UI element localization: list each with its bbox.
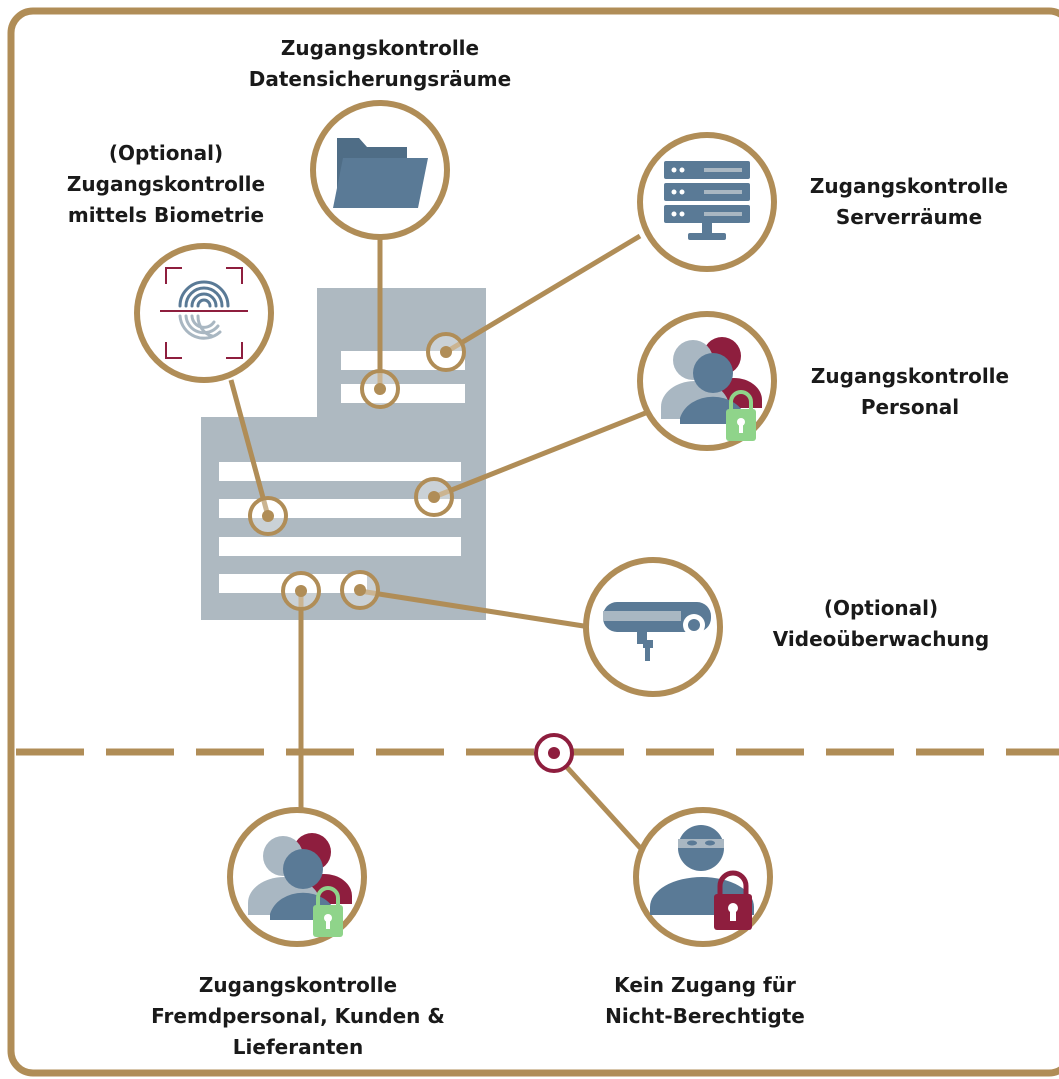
- staff-lock-icon: [661, 337, 762, 441]
- label-line: Zugangskontrolle: [198, 973, 398, 997]
- dot-fremd: [281, 571, 321, 611]
- node-datensicherung: [310, 100, 450, 240]
- dot-personal: [414, 477, 454, 517]
- node-biometrie: [134, 243, 274, 383]
- label-line: mittels Biometrie: [67, 203, 265, 227]
- folder-icon: [333, 138, 428, 208]
- label-line: Datensicherungsräume: [248, 67, 512, 91]
- label-line: Nicht-Berechtigte: [605, 1004, 805, 1028]
- server-icon: [664, 161, 750, 240]
- label-line: (Optional): [108, 141, 224, 165]
- label-line: Zugangskontrolle: [810, 364, 1010, 388]
- label-fremd: Zugangskontrolle Fremdpersonal, Kunden &…: [151, 970, 445, 1063]
- label-datensicherung: Zugangskontrolle Datensicherungsräume: [249, 33, 511, 95]
- node-kein: [633, 807, 773, 947]
- fingerprint-icon: [160, 267, 248, 359]
- node-personal: [637, 311, 777, 451]
- label-kein: Kein Zugang für Nicht-Berechtigte: [605, 970, 805, 1032]
- label-server: Zugangskontrolle Serverräume: [810, 171, 1008, 233]
- dot-video: [340, 570, 380, 610]
- label-line: (Optional): [823, 596, 939, 620]
- cctv-camera-icon: [603, 602, 711, 661]
- visitors-lock-icon: [248, 833, 352, 937]
- label-line: Zugangskontrolle: [66, 172, 266, 196]
- label-video: (Optional) Videoüberwachung: [773, 593, 989, 655]
- label-line: Zugangskontrolle: [280, 36, 480, 60]
- node-server: [637, 132, 777, 272]
- label-personal: Zugangskontrolle Personal: [811, 361, 1009, 423]
- dot-server: [426, 332, 466, 372]
- connector-dots: [248, 332, 574, 773]
- label-line: Videoüberwachung: [772, 627, 990, 651]
- label-line: Personal: [860, 395, 960, 419]
- site-boundary-frame: [7, 7, 1059, 1077]
- label-biometrie: (Optional) Zugangskontrolle mittels Biom…: [67, 138, 265, 231]
- label-line: Serverräume: [835, 205, 983, 229]
- connector-lines: [228, 233, 649, 854]
- dot-biometrie: [248, 496, 288, 536]
- node-fremd: [227, 807, 367, 947]
- label-line: Fremdpersonal, Kunden &: [151, 1004, 445, 1028]
- dot-datensicherung: [360, 369, 400, 409]
- label-line: Kein Zugang für: [614, 973, 796, 997]
- node-video: [583, 557, 723, 697]
- label-line: Lieferanten: [232, 1035, 364, 1059]
- label-line: Zugangskontrolle: [809, 174, 1009, 198]
- intruder-lock-icon: [650, 825, 754, 930]
- dot-kein: [534, 733, 574, 773]
